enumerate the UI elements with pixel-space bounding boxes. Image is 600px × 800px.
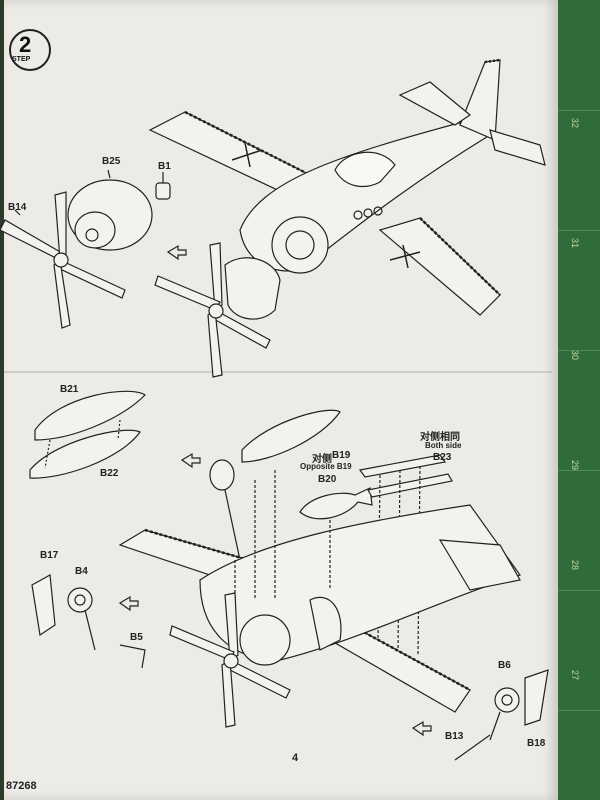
arrow-icon [118,595,139,612]
kit-number: 87268 [6,780,37,792]
landing-gear-b6-b13-b18 [454,669,549,761]
label-b13: B13 [445,731,464,742]
label-same-cn: 对侧相同 [420,432,460,443]
label-b4: B4 [75,566,88,577]
label-b20: B20 [318,474,337,485]
label-b22: B22 [100,468,119,479]
label-b21: B21 [60,384,79,395]
bottom-aircraft-drawing [118,470,521,713]
assembled-propeller-bottom [169,592,291,728]
label-b25: B25 [102,156,121,167]
cowling-part-b25 [67,169,153,251]
bomb-part-b20 [299,487,373,520]
label-b23: B23 [433,452,452,463]
top-aircraft-drawing [148,58,546,316]
tank-part-b19 [241,409,341,463]
landing-gear-b17-b4-b5 [31,574,146,669]
label-b14: B14 [8,202,27,213]
label-opp-cn: 对侧 [312,454,332,465]
label-b6: B6 [498,660,511,671]
label-b17: B17 [40,550,59,561]
part-b1 [155,172,171,200]
label-b1: B1 [158,161,171,172]
page-number: 4 [292,752,299,764]
label-b19: B19 [332,450,351,461]
label-opposite-b19: Opposite B19 [300,462,352,471]
label-b18: B18 [527,738,546,749]
step-badge-circle [9,29,51,71]
arrow-icon [411,720,432,737]
arrow-icon [180,452,201,469]
landing-gear-left-top [209,459,241,561]
assembled-propeller-top [154,242,281,378]
label-both-side: Both side [425,441,462,450]
propeller-b14 [0,191,126,329]
step-label: STEP [12,56,31,63]
label-b5: B5 [130,632,143,643]
step-number: 2 [19,32,32,57]
arrow-icon [166,244,187,261]
drop-tank-b21-b22 [29,390,146,479]
